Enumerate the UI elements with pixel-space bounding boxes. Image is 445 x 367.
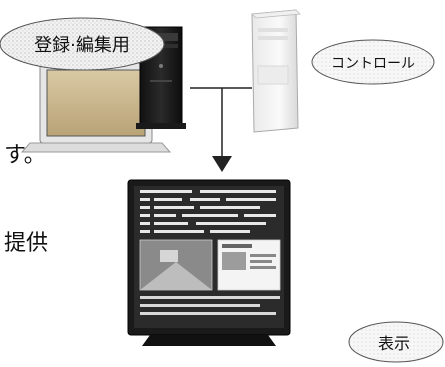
down-arrow-icon <box>212 156 232 172</box>
display-bubble: 表示 <box>348 321 444 363</box>
registration-label: 登録·編集用 <box>34 35 130 56</box>
control-bubble: コントロール <box>311 39 435 85</box>
cut-text-line2: 提供 <box>4 231 49 256</box>
registration-bubble: 登録·編集用 <box>0 17 165 71</box>
server-tower-icon <box>251 9 301 133</box>
control-label: コントロール <box>331 56 415 72</box>
cut-text-line1: す。 <box>4 143 46 168</box>
connector <box>190 87 252 172</box>
laptop-icon <box>20 62 172 153</box>
display-label: 表示 <box>378 334 410 353</box>
large-display-icon <box>127 179 291 346</box>
